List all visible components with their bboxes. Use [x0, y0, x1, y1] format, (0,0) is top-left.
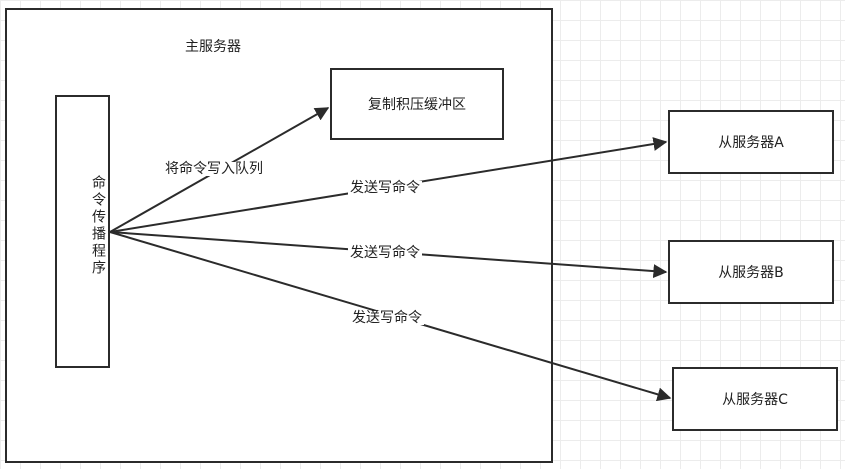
replication-backlog-label: 复制积压缓冲区: [368, 97, 466, 113]
edge-label-to-buffer: 将命令写入队列: [163, 161, 265, 177]
command-propagator-box: 命令传播程序: [55, 95, 110, 368]
master-server-title: 主服务器: [185, 39, 241, 55]
command-propagator-label: 命令传播程序: [90, 175, 106, 277]
edge-label-to-slave-a: 发送写命令: [348, 180, 422, 196]
slave-server-b-label: 从服务器B: [718, 265, 784, 281]
slave-server-b-box: 从服务器B: [668, 240, 834, 304]
slave-server-a-label: 从服务器A: [718, 135, 784, 151]
slave-server-c-box: 从服务器C: [672, 367, 838, 431]
slave-server-c-label: 从服务器C: [722, 392, 788, 408]
edge-label-to-slave-c: 发送写命令: [350, 310, 424, 326]
replication-backlog-box: 复制积压缓冲区: [330, 68, 504, 140]
edge-label-to-slave-b: 发送写命令: [348, 245, 422, 261]
slave-server-a-box: 从服务器A: [668, 110, 834, 174]
